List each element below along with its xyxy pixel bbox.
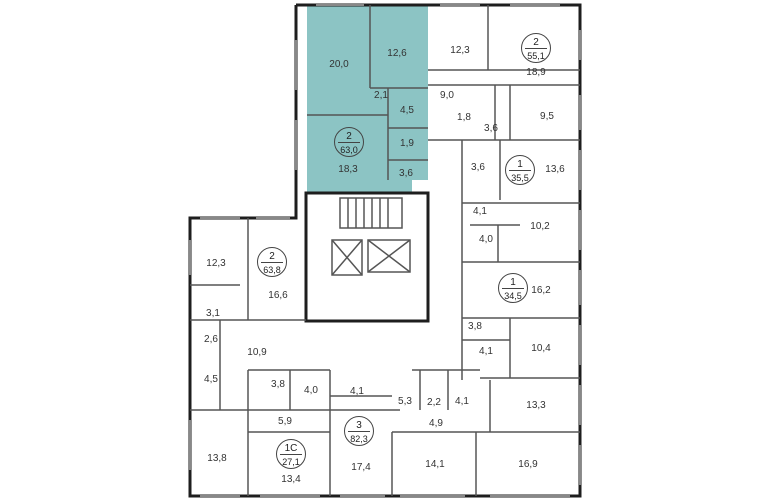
rooms-count: 2 <box>269 251 275 262</box>
apartment-area: 63,8 <box>263 265 281 275</box>
room-area: 13,8 <box>207 453 227 464</box>
apartment-area: 27,1 <box>282 457 300 467</box>
apartment-badge-82-3[interactable]: 3 82,3 <box>344 416 374 446</box>
room-area: 1,9 <box>400 138 414 149</box>
room-area: 13,3 <box>526 400 546 411</box>
rooms-count: 2 <box>346 131 352 142</box>
room-area: 4,9 <box>429 418 443 429</box>
rooms-count: 3 <box>356 420 362 431</box>
apartment-area: 34,5 <box>504 291 522 301</box>
apartment-badge-63-8[interactable]: 2 63,8 <box>257 247 287 277</box>
room-area: 2,6 <box>204 334 218 345</box>
rooms-count: 1 <box>510 277 516 288</box>
room-area: 12,3 <box>450 45 470 56</box>
room-area: 10,2 <box>530 221 550 232</box>
room-area: 12,3 <box>206 258 226 269</box>
apartment-badge-63-0[interactable]: 2 63,0 <box>334 127 364 157</box>
windows <box>189 4 581 497</box>
room-area: 1,8 <box>457 112 471 123</box>
room-area: 14,1 <box>425 459 445 470</box>
room-area: 4,1 <box>350 386 364 397</box>
room-area: 4,5 <box>204 374 218 385</box>
room-area: 9,5 <box>540 111 554 122</box>
room-area: 16,9 <box>518 459 538 470</box>
room-area: 2,1 <box>374 90 388 101</box>
room-area: 3,8 <box>271 379 285 390</box>
apartment-badge-34-5[interactable]: 1 34,5 <box>498 273 528 303</box>
rooms-count: 1 <box>517 159 523 170</box>
room-area: 16,2 <box>531 285 551 296</box>
room-area: 13,6 <box>545 164 565 175</box>
room-area: 4,1 <box>473 206 487 217</box>
room-area: 5,9 <box>278 416 292 427</box>
room-area: 10,9 <box>247 347 267 358</box>
room-area: 16,6 <box>268 290 288 301</box>
room-area: 17,4 <box>351 462 371 473</box>
room-area: 12,6 <box>387 48 407 59</box>
apartment-area: 82,3 <box>350 434 368 444</box>
apartment-area: 55,1 <box>527 51 545 61</box>
interior-walls <box>190 5 580 496</box>
room-area: 20,0 <box>329 59 349 70</box>
room-area: 3,6 <box>399 168 413 179</box>
rooms-count: 2 <box>533 37 539 48</box>
apartment-badge-27-1[interactable]: 1С 27,1 <box>276 439 306 469</box>
room-area: 2,2 <box>427 397 441 408</box>
room-area: 4,0 <box>304 385 318 396</box>
apartment-area: 35,5 <box>511 173 529 183</box>
room-area: 3,6 <box>484 123 498 134</box>
room-area: 4,5 <box>400 105 414 116</box>
room-area: 13,4 <box>281 474 301 485</box>
room-area: 9,0 <box>440 90 454 101</box>
apartment-badge-55-1[interactable]: 2 55,1 <box>521 33 551 63</box>
rooms-count: 1С <box>284 443 298 454</box>
room-area: 18,9 <box>526 67 546 78</box>
apartment-area: 63,0 <box>340 145 358 155</box>
room-area: 3,1 <box>206 308 220 319</box>
room-area: 10,4 <box>531 343 551 354</box>
room-area: 4,1 <box>455 396 469 407</box>
room-area: 5,3 <box>398 396 412 407</box>
room-area: 3,6 <box>471 162 485 173</box>
room-area: 18,3 <box>338 164 358 175</box>
apartment-badge-35-5[interactable]: 1 35,5 <box>505 155 535 185</box>
room-area: 4,0 <box>479 234 493 245</box>
room-area: 4,1 <box>479 346 493 357</box>
highlighted-apartment[interactable] <box>307 5 428 192</box>
room-area: 3,8 <box>468 321 482 332</box>
